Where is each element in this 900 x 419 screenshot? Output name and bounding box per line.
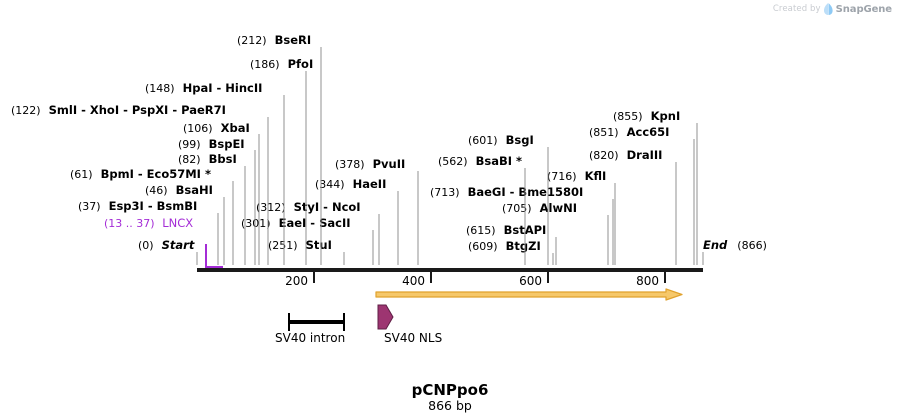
sv40-nls-label: SV40 NLS [384,331,443,345]
sv40-intron-label: SV40 intron [275,331,346,345]
ruler-tick-mark-800 [664,272,666,283]
feature-label-LNCX[interactable]: (13 .. 37) LNCX [104,216,194,230]
lncx-marker-vertical [205,244,207,268]
ruler-tick-label-200: 200 [285,274,308,288]
site-label-BbsI[interactable]: (82) BbsI [178,152,237,166]
site-label-Acc65I[interactable]: (851) Acc65I [589,125,670,139]
sv40-nls-arrow[interactable] [377,304,395,330]
ruler-tick-label-600: 600 [519,274,542,288]
site-label-KflI[interactable]: (716) KflI [547,169,607,183]
endpoint-label-start: (0) Start [138,238,195,252]
site-label-BpmI-Eco57MI[interactable]: (61) BpmI - Eco57MI * [70,167,211,181]
sv40-intron-bar[interactable] [288,320,345,324]
orf-orange-arrow[interactable] [374,288,684,302]
endpoint-label-end: End (866) [703,238,767,252]
site-label-BspEI[interactable]: (99) BspEI [178,137,245,151]
site-label-Esp3I-BsmBI[interactable]: (37) Esp3I - BsmBI [78,199,198,213]
lncx-marker-horizontal [205,266,223,268]
plasmid-length: 866 bp [428,398,472,413]
site-label-HpaI-HincII[interactable]: (148) HpaI - HincII [145,81,263,95]
site-label-EaeI-SacII[interactable]: (301) EaeI - SacII [241,216,351,230]
ruler-tick-label-400: 400 [402,274,425,288]
site-label-DraIII[interactable]: (820) DraIII [589,148,663,162]
site-label-BsaHI[interactable]: (46) BsaHI [145,183,213,197]
site-label-SmlI-XhoI-PspXI-PaeR7I[interactable]: (122) SmlI - XhoI - PspXI - PaeR7I [11,103,226,117]
plasmid-title: pCNPpo6 [411,381,489,399]
site-label-BstAPI[interactable]: (615) BstAPI [466,223,547,237]
watermark-brand-text: SnapGene [835,3,892,15]
site-label-BseRI[interactable]: (212) BseRI [237,33,312,47]
site-label-StyI-NcoI[interactable]: (312) StyI - NcoI [256,200,361,214]
site-label-BtgZI[interactable]: (609) BtgZI [468,239,541,253]
watermark-created-by-text: Created by [772,4,821,14]
sequence-ruler-bar[interactable] [197,268,703,272]
site-label-BsaBI[interactable]: (562) BsaBI * [438,154,523,168]
ruler-tick-mark-400 [430,272,432,283]
ruler-tick-mark-200 [313,272,315,283]
site-label-PfoI[interactable]: (186) PfoI [250,57,314,71]
site-label-BaeGI-Bme1580I[interactable]: (713) BaeGI - Bme1580I [430,185,584,199]
ruler-tick-label-800: 800 [636,274,659,288]
site-label-KpnI[interactable]: (855) KpnI [613,109,681,123]
site-label-HaeII[interactable]: (344) HaeII [315,177,387,191]
site-label-PvuII[interactable]: (378) PvuII [335,157,406,171]
site-label-XbaI[interactable]: (106) XbaI [183,121,250,135]
ruler-tick-mark-600 [547,272,549,283]
sv40-intron-cap-right [343,313,345,331]
snapgene-leaf-icon [823,3,833,15]
sv40-intron-cap-left [288,313,290,331]
snapgene-watermark: Created by SnapGene [773,3,892,15]
site-label-BsgI[interactable]: (601) BsgI [468,133,534,147]
site-label-StuI[interactable]: (251) StuI [268,238,332,252]
site-label-AlwNI[interactable]: (705) AlwNI [502,201,577,215]
